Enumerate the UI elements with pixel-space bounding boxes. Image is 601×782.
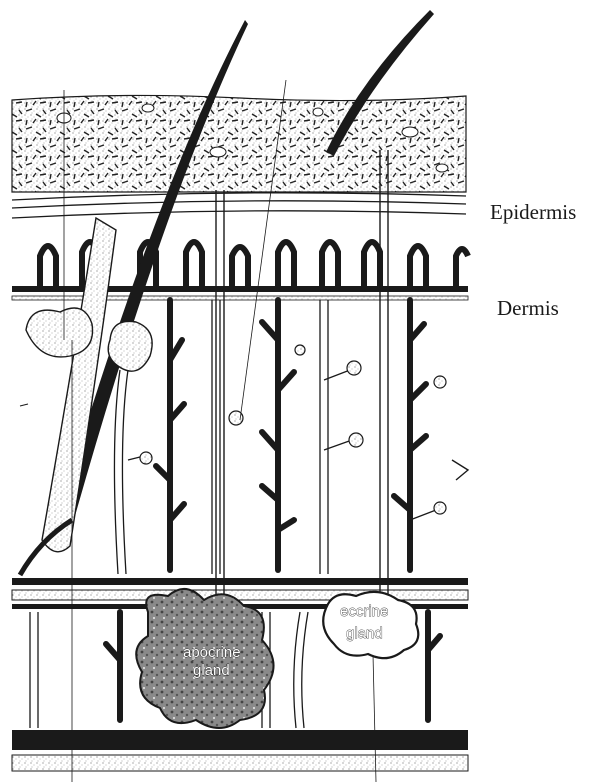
apocrine-gland-label-line1: apocrine	[183, 644, 241, 661]
apocrine-gland: apocrine gland	[136, 589, 273, 728]
eccrine-duct	[380, 150, 388, 600]
apocrine-gland-label-line2: gland	[193, 662, 230, 679]
basal-layer-lines	[12, 193, 466, 218]
left-tick	[20, 404, 28, 406]
epidermis-label: Epidermis	[490, 200, 576, 225]
eccrine-gland-label-line1: eccrine	[340, 603, 388, 620]
epidermis-surface-layer	[12, 95, 466, 192]
dermis-label: Dermis	[497, 296, 559, 321]
right-fragment	[452, 460, 468, 480]
eccrine-gland-label-line2: gland	[346, 625, 383, 642]
eccrine-gland: eccrine gland	[323, 592, 418, 658]
